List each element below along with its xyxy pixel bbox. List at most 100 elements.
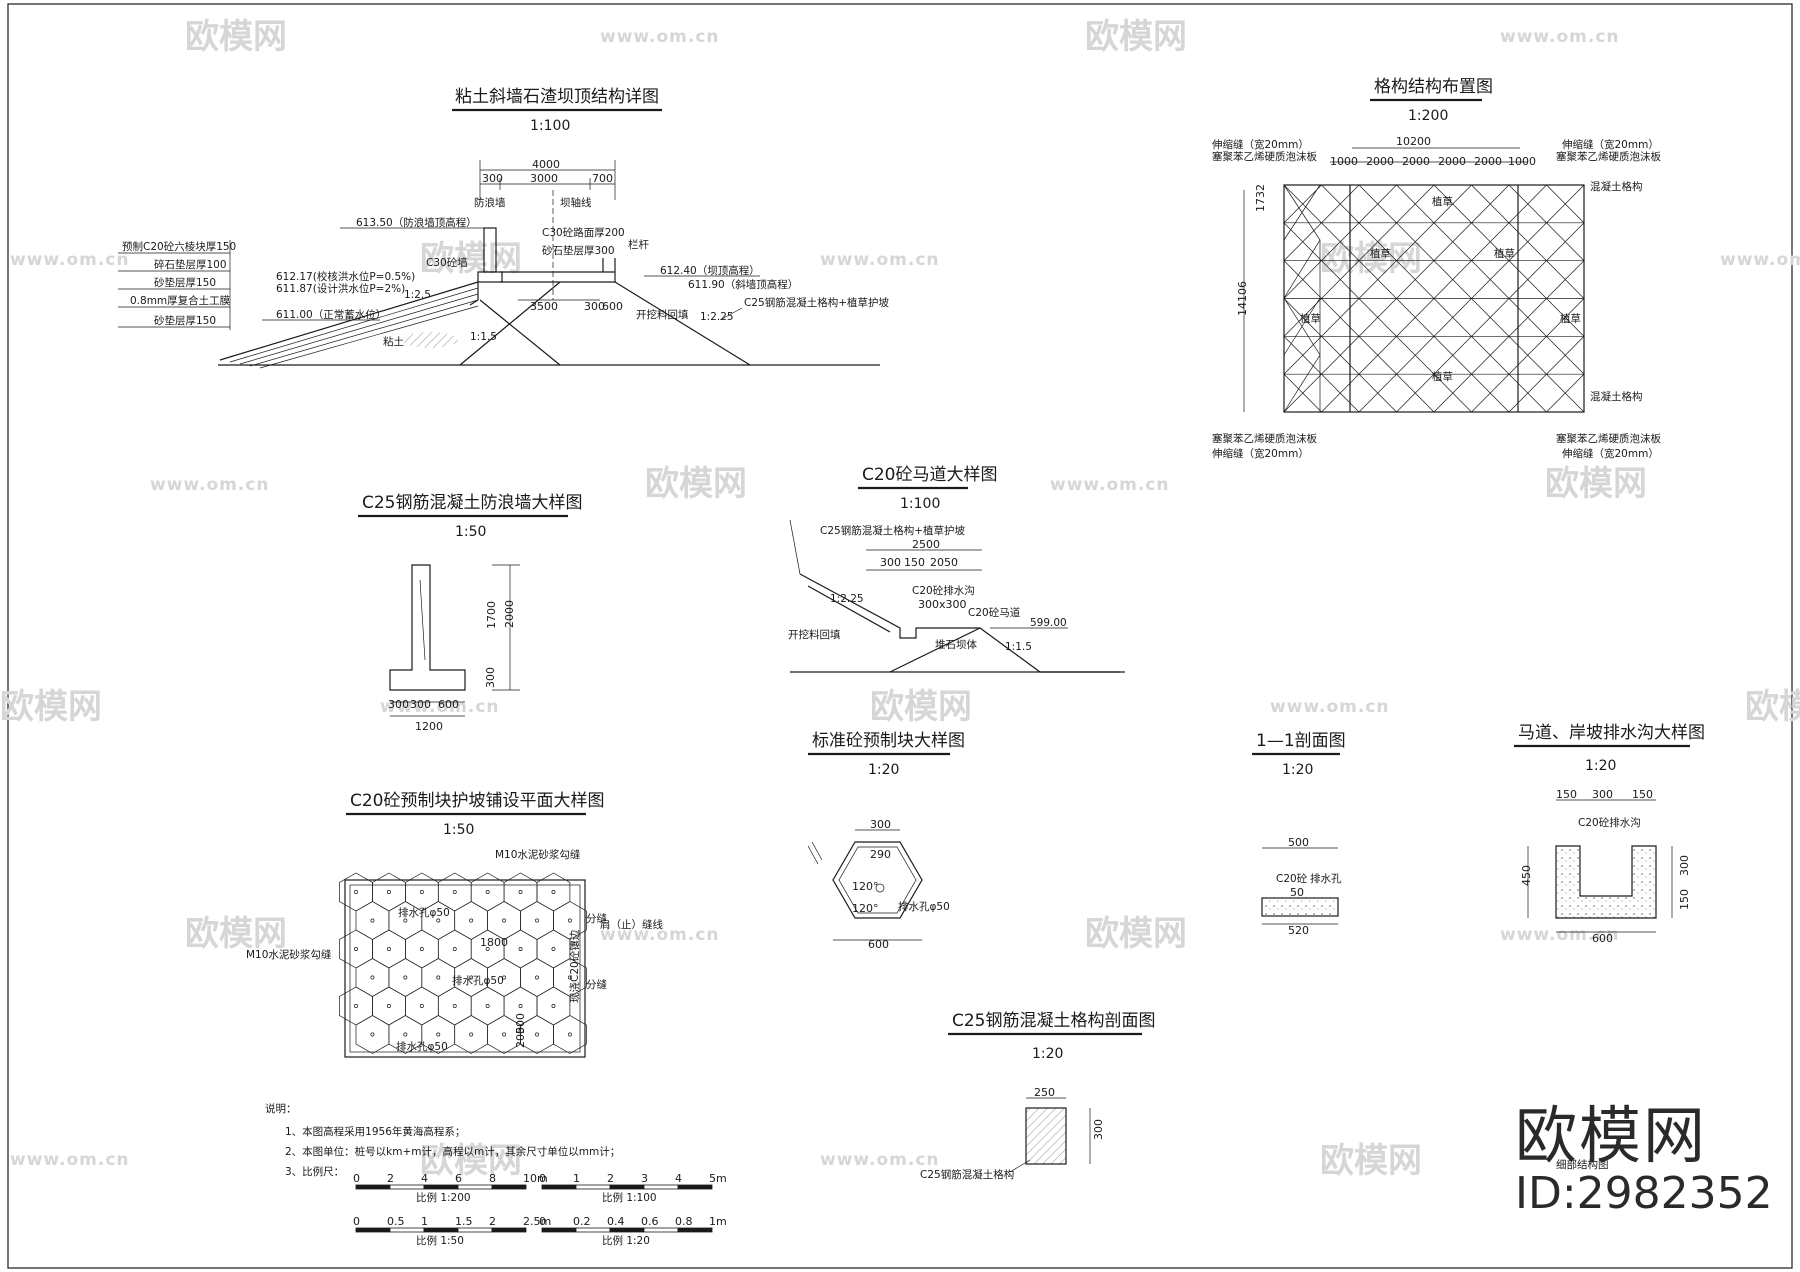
scale-label: 比例 1:200 [416, 1191, 471, 1204]
grid-layout-scale: 1:200 [1408, 108, 1448, 124]
hex-block [520, 901, 554, 940]
hex-block [437, 929, 472, 969]
drain-hole [403, 975, 408, 980]
drain-hole [370, 918, 375, 923]
svg-text:300: 300 [388, 698, 409, 711]
drain-hole [551, 947, 556, 951]
svg-text:说明：: 说明： [265, 1102, 297, 1115]
wave-wall-scale: 1:50 [455, 524, 486, 540]
drain-hole [567, 918, 572, 923]
svg-text:150: 150 [904, 556, 925, 569]
scale-segment [389, 1227, 425, 1233]
svg-text:250: 250 [1034, 1086, 1055, 1099]
watermark-url: www.om.cn [1500, 27, 1620, 47]
scale-label: 比例 1:100 [602, 1191, 657, 1204]
svg-text:1、本图高程采用1956年黄海高程系；: 1、本图高程采用1956年黄海高程系； [285, 1125, 465, 1138]
hex-block-detail: 标准砼预制块大样图 1:20 300 290 600 120° 120° 排水孔… [807, 731, 965, 951]
svg-text:2050: 2050 [930, 556, 958, 569]
svg-text:开挖料回填: 开挖料回填 [636, 308, 689, 321]
berm-scale: 1:100 [900, 496, 940, 512]
grid-beam [1358, 260, 1397, 299]
svg-text:C20砼: C20砼 [1276, 872, 1308, 885]
svg-text:1:1.5: 1:1.5 [470, 331, 497, 343]
svg-text:砂垫层厚150: 砂垫层厚150 [154, 314, 216, 327]
hex-block-scale: 1:20 [868, 762, 899, 778]
hex-block [454, 901, 488, 940]
svg-text:堆石坝体: 堆石坝体 [935, 638, 977, 651]
grid-layout: 格构结构布置图 1:200 10200 1000 2000 2000 2000 … [1212, 77, 1661, 460]
svg-text:C25钢筋混凝土格构+植草护坡: C25钢筋混凝土格构+植草护坡 [820, 524, 965, 537]
watermark-logo: 欧模网 [1745, 687, 1800, 727]
hex-block [454, 1015, 488, 1054]
watermark-url: www.om.cn [820, 250, 940, 270]
grid-beam [1508, 373, 1547, 413]
grid-beam [1508, 222, 1547, 261]
scale-tick: 5m [709, 1172, 727, 1185]
hex-block [503, 872, 538, 912]
scale-segment [541, 1227, 577, 1233]
svg-text:2000: 2000 [1474, 155, 1502, 168]
scale-tick: 1.5 [455, 1215, 473, 1228]
svg-text:塞聚苯乙烯硬质泡沫板: 塞聚苯乙烯硬质泡沫板 [1212, 432, 1317, 445]
grid-beam [1283, 336, 1322, 375]
watermark-logo: 欧模网 [1320, 1141, 1422, 1181]
scale-tick: 2 [489, 1215, 496, 1228]
hex-block [405, 872, 439, 912]
hex-block [405, 986, 439, 1026]
watermark-logo: 欧模网 [185, 914, 287, 954]
drain-hole [535, 918, 539, 923]
scale-segment [457, 1227, 493, 1233]
svg-text:伸缩缝（宽20mm）: 伸缩缝（宽20mm） [1562, 138, 1659, 151]
svg-text:300: 300 [1678, 855, 1691, 876]
svg-text:塞聚苯乙烯硬质泡沫板: 塞聚苯乙烯硬质泡沫板 [1556, 432, 1661, 445]
scale-tick: 6 [455, 1172, 462, 1185]
grid-section-title: C25钢筋混凝土格构剖面图 [952, 1011, 1156, 1031]
scale-segment [677, 1184, 713, 1190]
svg-text:排水孔φ50: 排水孔φ50 [898, 900, 950, 913]
svg-text:150: 150 [1678, 889, 1691, 910]
hex-block [437, 986, 472, 1026]
watermark-url: www.om.cn [10, 250, 130, 270]
berm-title: C20砼马道大样图 [862, 465, 998, 485]
scale-segment [575, 1184, 611, 1190]
grid-beam [1321, 298, 1360, 337]
grid-beam [1358, 222, 1397, 261]
scale-tick: 2 [387, 1172, 394, 1185]
drain-hole [469, 975, 474, 980]
grid-beam [1471, 184, 1510, 224]
ditch-scale: 1:20 [1585, 758, 1616, 774]
grass-label: 植草 [1494, 247, 1515, 260]
drain-hole [518, 890, 523, 894]
grass-label: 植草 [1300, 312, 1321, 325]
svg-text:611.90（斜墙顶高程）: 611.90（斜墙顶高程） [688, 278, 798, 291]
svg-text:1700: 1700 [485, 601, 498, 629]
drain-hole [354, 1004, 358, 1008]
grid-beam [1283, 373, 1322, 413]
grid-beam [1321, 336, 1360, 375]
grid-beam [1471, 298, 1510, 337]
svg-text:1:2.5: 1:2.5 [404, 289, 431, 301]
svg-text:2500: 2500 [912, 538, 940, 551]
svg-text:450: 450 [1520, 865, 1533, 886]
dam-top-title: 粘土斜墙石渣坝顶结构详图 [455, 87, 659, 107]
scale-tick: 0.4 [607, 1215, 625, 1228]
grass-label: 植草 [1432, 370, 1453, 383]
svg-text:伸缩缝（宽20mm）: 伸缩缝（宽20mm） [1562, 447, 1659, 460]
grid-beam [1283, 222, 1322, 261]
section-title: 1—1剖面图 [1256, 731, 1346, 751]
scale-segment [643, 1184, 679, 1190]
svg-text:599.00: 599.00 [1030, 617, 1067, 629]
svg-text:开挖料回填: 开挖料回填 [788, 628, 841, 641]
svg-text:600: 600 [1592, 932, 1613, 945]
svg-text:200: 200 [514, 1027, 527, 1048]
grid-section-detail: C25钢筋混凝土格构剖面图 1:20 250 300 C25钢筋混凝土格构 细部… [920, 1011, 1609, 1181]
watermark-url: www.om.cn [600, 27, 720, 47]
svg-text:伸缩缝（宽20mm）: 伸缩缝（宽20mm） [1212, 447, 1309, 460]
svg-text:C25钢筋混凝土格构: C25钢筋混凝土格构 [920, 1168, 1014, 1181]
hex-block [355, 958, 390, 997]
svg-text:700: 700 [592, 172, 613, 185]
hex-paving-scale: 1:50 [443, 822, 474, 838]
svg-text:1:2.25: 1:2.25 [700, 311, 734, 323]
svg-text:排水孔φ50: 排水孔φ50 [396, 1040, 448, 1053]
